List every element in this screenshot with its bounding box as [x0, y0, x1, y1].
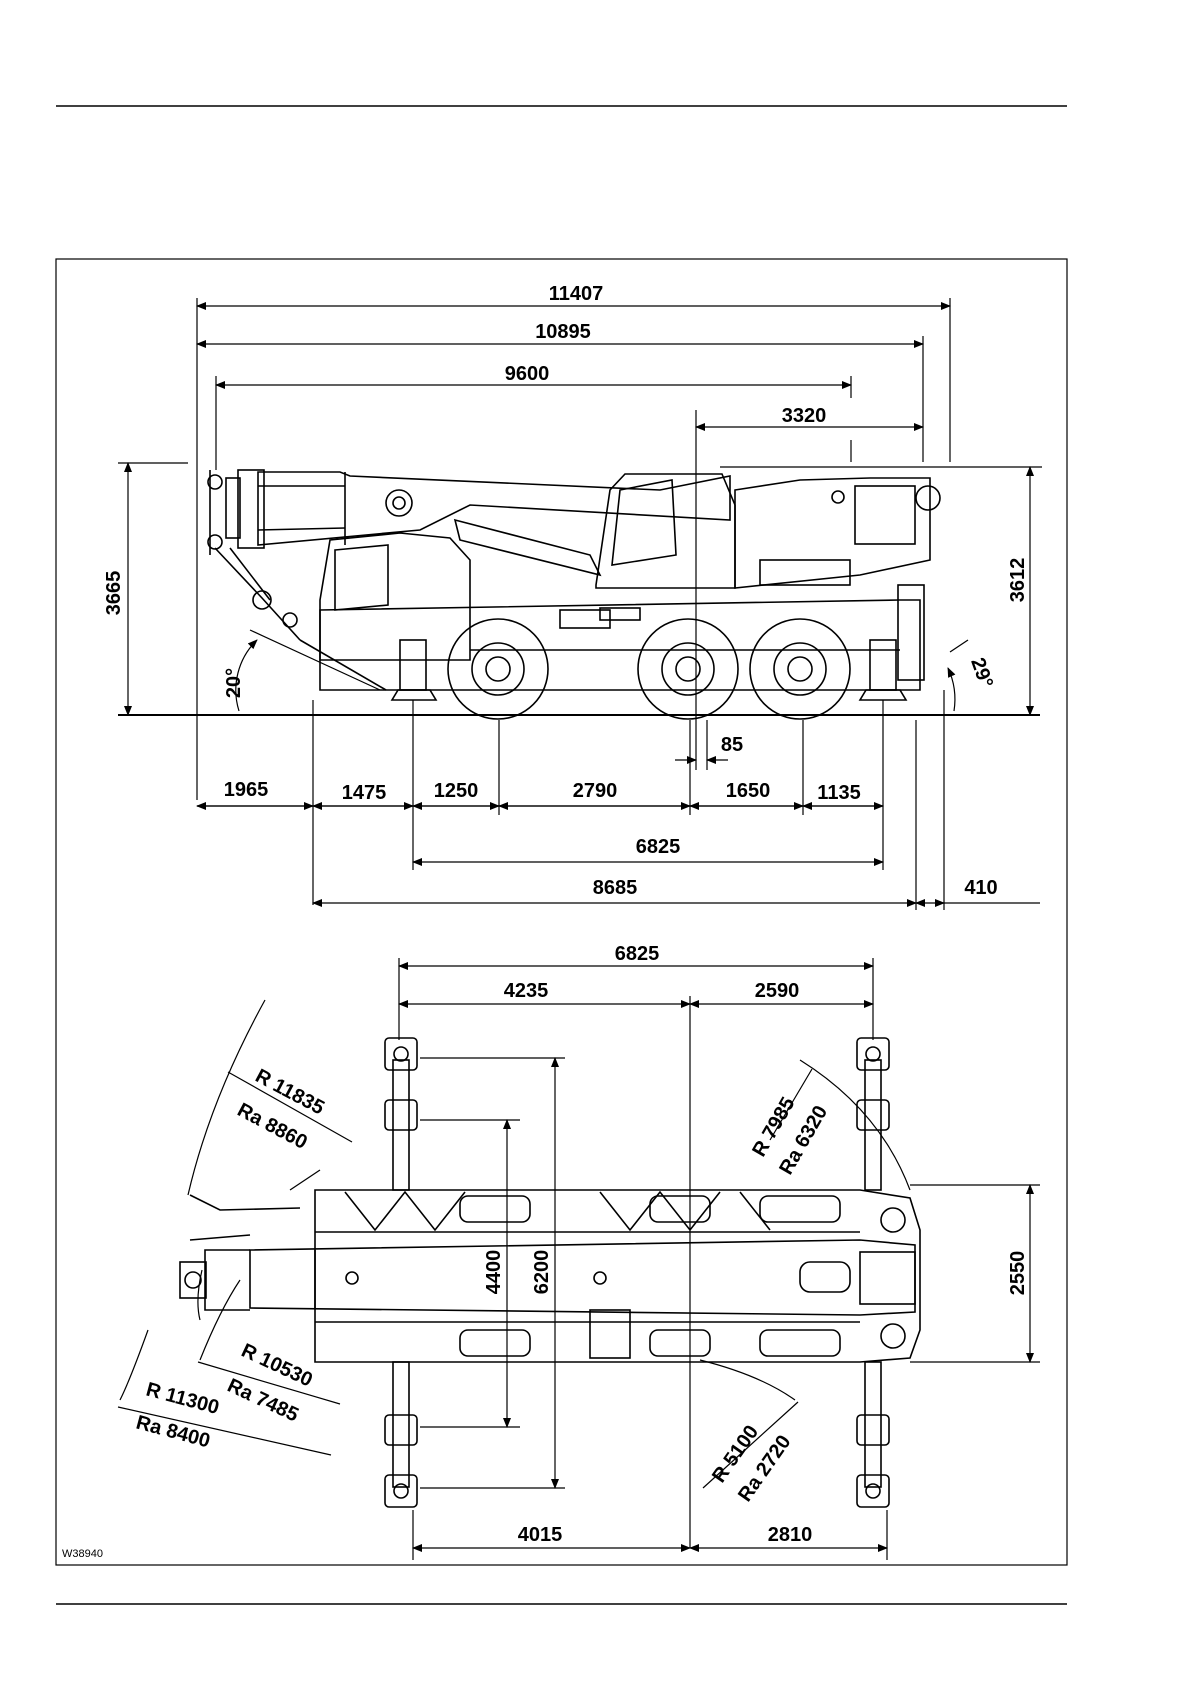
dim-4015: 4015 [518, 1524, 563, 1546]
top-view: 6825 4235 2590 4400 6200 2550 [118, 943, 1040, 1560]
dim-1475: 1475 [342, 782, 387, 804]
drawing-frame [56, 259, 1067, 1565]
dim-height-right: 3612 [1007, 558, 1029, 603]
spread-dims [420, 1058, 1040, 1488]
dim-2550: 2550 [1007, 1251, 1029, 1296]
dim-410: 410 [964, 877, 997, 899]
dim-6825-top: 6825 [615, 943, 660, 965]
dim-85: 85 [721, 734, 743, 756]
dim-4400: 4400 [483, 1250, 505, 1295]
dim-3320: 3320 [782, 405, 827, 427]
angle-front: 20° [223, 668, 245, 698]
dim-10895: 10895 [535, 321, 591, 343]
dim-8685: 8685 [593, 877, 638, 899]
swing-radius-arcs [118, 1000, 910, 1488]
side-view: 11407 10895 9600 3320 3665 3612 20° 29° [103, 283, 1042, 910]
top-view-length-dims [399, 958, 873, 1548]
figure-reference: W38940 [62, 1548, 103, 1560]
dim-1250: 1250 [434, 780, 479, 802]
dim-2790: 2790 [573, 780, 618, 802]
top-view-bottom-dims [413, 1510, 887, 1560]
crane-side-silhouette [208, 470, 940, 719]
dim-11407: 11407 [549, 283, 604, 305]
angle-marks [236, 630, 968, 711]
radius-r11300: R 11300 [144, 1379, 222, 1420]
dim-1135: 1135 [817, 782, 860, 804]
dim-2590: 2590 [755, 980, 800, 1002]
dim-1965: 1965 [224, 779, 269, 801]
dim-2810: 2810 [768, 1524, 813, 1546]
dim-4235: 4235 [504, 980, 549, 1002]
radius-ra8400: Ra 8400 [134, 1412, 213, 1453]
dim-1650: 1650 [726, 780, 771, 802]
dim-9600: 9600 [505, 363, 550, 385]
dim-6200: 6200 [531, 1250, 553, 1295]
dim-height-left: 3665 [103, 571, 125, 616]
height-dims [118, 463, 1042, 715]
angle-rear: 29° [966, 655, 997, 691]
dim-6825-side: 6825 [636, 836, 681, 858]
overall-length-dims [197, 298, 950, 800]
